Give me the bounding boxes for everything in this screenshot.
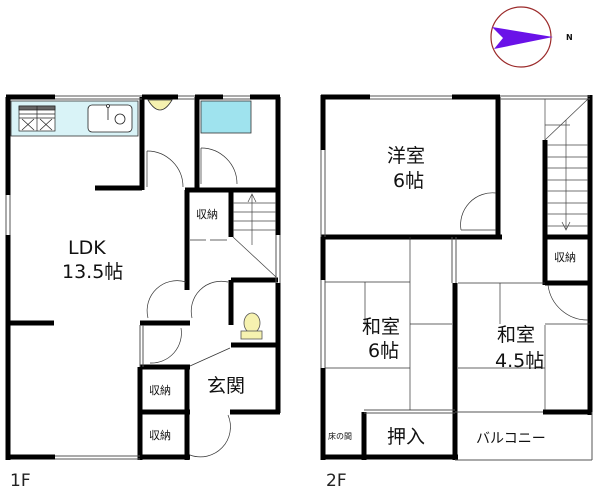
japanese-room-2-label: 和室 xyxy=(497,324,535,346)
entrance-label: 玄関 xyxy=(207,375,245,397)
compass-north-label: N xyxy=(566,33,573,42)
floor-2-doors xyxy=(460,192,589,321)
tatami-lines xyxy=(325,237,590,410)
oshiire-label: 押入 xyxy=(387,426,425,448)
floor-1-windows xyxy=(5,95,281,460)
japanese-room-1-size-label: 6帖 xyxy=(368,340,399,362)
western-room-size-label: 6帖 xyxy=(393,170,424,192)
ldk-size-label: 13.5帖 xyxy=(62,261,123,283)
storage-1f-lower-2-label: 収納 xyxy=(149,429,171,442)
storage-2f-label: 収納 xyxy=(554,251,576,264)
floor-2-label: 2F xyxy=(326,471,347,491)
japanese-room-2-size-label: 4.5帖 xyxy=(495,350,544,372)
stove-icon xyxy=(18,105,56,132)
floor-1-doors xyxy=(146,147,238,458)
ldk-label: LDK xyxy=(68,237,106,259)
north-arrow-icon xyxy=(492,27,553,49)
bathtub-icon xyxy=(200,100,252,134)
tokonoma-label: 床の間 xyxy=(328,431,352,441)
floor-1-plan: LDK 13.5帖 収納 玄関 収納 収納 1F xyxy=(5,94,281,491)
japanese-room-1-label: 和室 xyxy=(362,316,400,338)
floor-2-stairs xyxy=(544,98,589,231)
floor-2-plan: 洋室 6帖 収納 和室 6帖 和室 4.5帖 床の間 押入 バルコニー 2F xyxy=(320,94,593,491)
floor-1-label: 1F xyxy=(10,471,31,491)
floor-2-windows xyxy=(320,95,593,461)
western-room-label: 洋室 xyxy=(387,145,425,167)
washbasin-icon xyxy=(147,99,173,111)
kitchen-sink-icon xyxy=(87,104,133,133)
balcony-label: バルコニー xyxy=(476,431,546,447)
toilet-icon xyxy=(240,312,263,340)
compass: N xyxy=(490,6,573,68)
floor-2-walls xyxy=(320,94,593,460)
storage-1f-lower-1-label: 収納 xyxy=(149,384,171,397)
storage-1f-upper-label: 収納 xyxy=(196,208,218,221)
floor-1-walls xyxy=(5,94,281,460)
floor-1-stairs xyxy=(232,193,277,278)
